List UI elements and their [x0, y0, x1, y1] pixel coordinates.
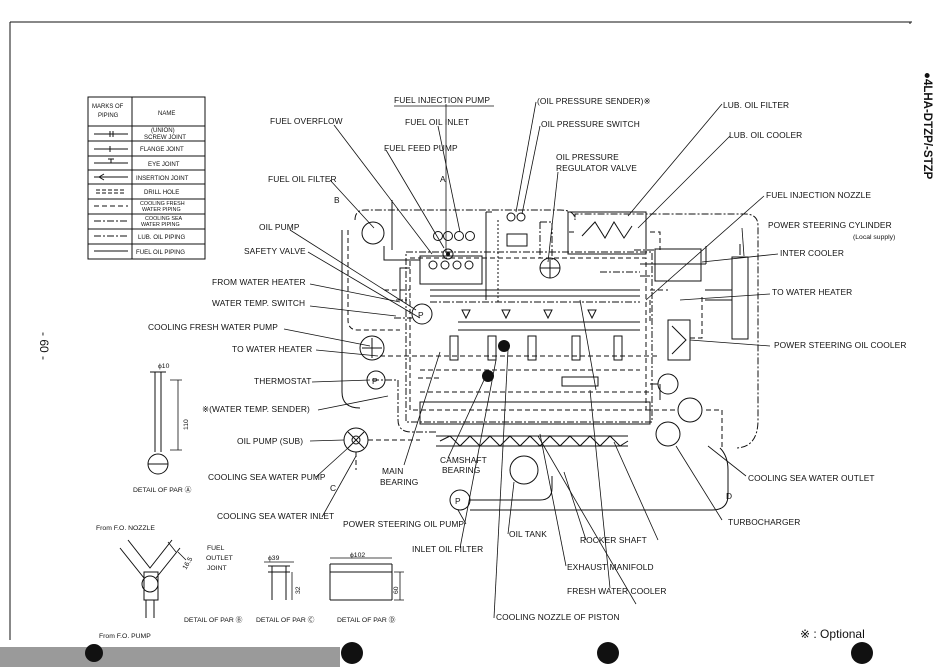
detail-b-outlet-3: JOINT: [207, 565, 227, 572]
page-frame: [9, 21, 912, 640]
legend-lub-oil: LUB. OIL PIPING: [138, 234, 185, 241]
label-lub-oil-filter: LUB. OIL FILTER: [723, 100, 789, 110]
optional-note: ※ : Optional: [800, 627, 865, 641]
label-camshaft-bearing-1: CAMSHAFT: [440, 455, 487, 465]
label-safety-valve: SAFETY VALVE: [244, 246, 306, 256]
label-water-temp-sender: ※(WATER TEMP. SENDER): [202, 404, 310, 414]
label-oil-tank: OIL TANK: [509, 529, 547, 539]
label-fuel-injection-pump: FUEL INJECTION PUMP: [394, 95, 490, 105]
detail-a-dim-side: 110: [183, 419, 190, 430]
detail-c-dim-top: ϕ39: [268, 555, 280, 562]
svg-text:P: P: [455, 496, 461, 506]
mark-b: B: [334, 195, 340, 205]
label-fresh-water-cooler: FRESH WATER COOLER: [567, 586, 667, 596]
punch-hole-1: [85, 644, 103, 662]
label-water-temp-switch: WATER TEMP. SWITCH: [212, 298, 305, 308]
label-fuel-oil-filter: FUEL OIL FILTER: [268, 174, 337, 184]
label-oil-pump: OIL PUMP: [259, 222, 300, 232]
label-oil-pressure-switch: OIL PRESSURE SWITCH: [541, 119, 640, 129]
punch-hole-2: [341, 642, 363, 664]
legend-fuel-oil: FUEL OIL PIPING: [136, 249, 185, 256]
legend-fresh-water: COOLING FRESH: [140, 201, 185, 207]
label-fuel-overflow: FUEL OVERFLOW: [270, 116, 343, 126]
component-labels: FUEL INJECTION PUMP (OIL PRESSURE SENDER…: [148, 95, 907, 622]
detail-par-b: From F.O. NOZZLE FUEL OUTLET JOINT 16.5 …: [96, 525, 243, 640]
label-inlet-oil-filter: INLET OIL FILTER: [412, 544, 483, 554]
legend-col-marks-2: PIPING: [98, 113, 119, 119]
label-power-steering-oil-cooler: POWER STEERING OIL COOLER: [774, 340, 907, 350]
model-code: ●4LHA-DTZP/-STZP: [921, 72, 933, 180]
legend-drill-hole: DRILL HOLE: [144, 189, 179, 196]
label-power-steering-cylinder: POWER STEERING CYLINDER: [768, 220, 892, 230]
detail-par-c: ϕ39 32 DETAIL OF PAR Ⓒ: [256, 555, 315, 624]
leader-lines: [283, 101, 779, 619]
label-thermostat: THERMOSTAT: [254, 376, 311, 386]
label-oil-pressure-regulator-1: OIL PRESSURE: [556, 152, 619, 162]
label-cooling-sea-water-inlet: COOLING SEA WATER INLET: [217, 511, 334, 521]
label-main-bearing-2: BEARING: [380, 477, 418, 487]
legend-screw-joint: (UNION): [151, 127, 175, 134]
label-cooling-nozzle-of-piston: COOLING NOZZLE OF PISTON: [496, 612, 620, 622]
punch-hole-3: [597, 642, 619, 664]
label-oil-pump-sub: OIL PUMP (SUB): [237, 436, 303, 446]
scan-bar: [0, 647, 340, 667]
detail-d-dim-side: 60: [393, 586, 400, 594]
detail-a-caption: DETAIL OF PAR Ⓐ: [133, 486, 192, 494]
detail-par-d: ϕ102 60 DETAIL OF PAR Ⓓ: [329, 552, 404, 624]
label-oil-pressure-sender: (OIL PRESSURE SENDER)※: [537, 96, 651, 106]
detail-b-caption: DETAIL OF PAR Ⓑ: [184, 616, 243, 624]
label-fuel-injection-nozzle: FUEL INJECTION NOZZLE: [766, 190, 871, 200]
legend-fresh-water-2: WATER PIPING: [142, 207, 181, 213]
detail-c-caption: DETAIL OF PAR Ⓒ: [256, 616, 315, 624]
punch-hole-4: [851, 642, 873, 664]
label-fuel-oil-inlet: FUEL OIL INLET: [405, 117, 469, 127]
piping-legend: MARKS OF PIPING NAME (UNION) SCREW JOINT…: [87, 96, 206, 260]
svg-text:P: P: [372, 376, 378, 386]
label-cooling-sea-water-outlet: COOLING SEA WATER OUTLET: [748, 473, 875, 483]
mark-c: C: [330, 483, 336, 493]
legend-eye-joint: EYE JOINT: [148, 161, 180, 168]
mark-d: D: [726, 491, 732, 501]
detail-b-outlet-1: FUEL: [207, 545, 225, 552]
label-lub-oil-cooler: LUB. OIL COOLER: [729, 130, 802, 140]
detail-a-dim-top: ϕ10: [158, 363, 170, 370]
legend-col-name: NAME: [158, 111, 175, 117]
label-exhaust-manifold: EXHAUST MANIFOLD: [567, 562, 654, 572]
label-camshaft-bearing-2: BEARING: [442, 465, 480, 475]
detail-b-outlet-2: OUTLET: [206, 555, 233, 562]
mark-a: A: [440, 174, 446, 184]
detail-b-from-nozzle: From F.O. NOZZLE: [96, 525, 155, 532]
legend-sea-water: COOLING SEA: [145, 216, 183, 222]
label-rocker-shaft: ROCKER SHAFT: [580, 535, 647, 545]
label-power-steering-oil-pump: POWER STEERING OIL PUMP: [343, 519, 464, 529]
label-cooling-fresh-water-pump: COOLING FRESH WATER PUMP: [148, 322, 278, 332]
legend-flange-joint: FLANGE JOINT: [140, 146, 184, 153]
label-from-water-heater: FROM WATER HEATER: [212, 277, 306, 287]
legend-sea-water-2: WATER PIPING: [141, 222, 180, 228]
detail-par-a: ϕ10 110 DETAIL OF PAR Ⓐ: [133, 363, 192, 494]
label-main-bearing-1: MAIN: [382, 466, 403, 476]
label-to-water-heater-left: TO WATER HEATER: [232, 344, 312, 354]
engine-schematic: P P P: [341, 200, 759, 511]
detail-d-caption: DETAIL OF PAR Ⓓ: [337, 616, 396, 624]
label-inter-cooler: INTER COOLER: [780, 248, 844, 258]
label-oil-pressure-regulator-2: REGULATOR VALVE: [556, 163, 637, 173]
label-turbocharger: TURBOCHARGER: [728, 517, 800, 527]
detail-c-dim-side: 32: [295, 586, 302, 594]
legend-screw-joint-2: SCREW JOINT: [144, 134, 186, 141]
svg-text:P: P: [418, 310, 424, 320]
label-local-supply: (Local supply): [853, 234, 895, 241]
label-to-water-heater-right: TO WATER HEATER: [772, 287, 852, 297]
label-cooling-sea-water-pump: COOLING SEA WATER PUMP: [208, 472, 326, 482]
detail-b-from-pump: From F.O. PUMP: [99, 633, 151, 640]
legend-insertion-joint: INSERTION JOINT: [136, 175, 189, 182]
detail-d-dim-top: ϕ102: [350, 552, 365, 559]
label-fuel-feed-pump: FUEL FEED PUMP: [384, 143, 458, 153]
legend-col-marks: MARKS OF: [92, 104, 124, 110]
page-number: - 60 -: [37, 332, 51, 360]
